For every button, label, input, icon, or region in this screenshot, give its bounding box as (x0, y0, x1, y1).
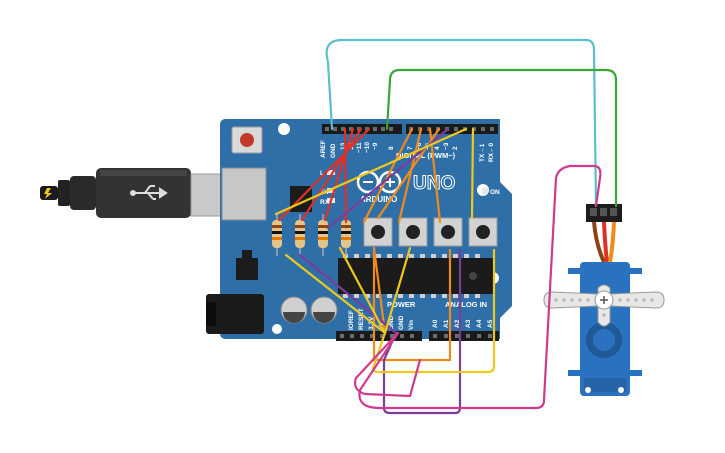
wire-orange-2[interactable] (397, 127, 423, 224)
wire-green[interactable] (385, 68, 618, 208)
pin-13-label: 13 (340, 142, 347, 150)
pin-6-label: ~6 (416, 142, 423, 150)
pin-1-label: TX→1 (479, 143, 486, 162)
pin-8-label: 8 (388, 146, 395, 150)
wire-red-2[interactable] (323, 127, 355, 222)
pin-4-label: 4 (434, 146, 441, 150)
wire-cyan[interactable] (325, 38, 598, 208)
wire-orange-1[interactable] (362, 127, 414, 224)
push-button-4[interactable] (468, 217, 498, 247)
wire-purple-3[interactable] (382, 248, 462, 415)
pin-a1-label: A1 (443, 319, 450, 328)
pin-a3-label: A3 (465, 319, 472, 328)
pin-a4-label: A4 (476, 319, 483, 328)
resistor-1[interactable] (272, 214, 282, 256)
wire-yellow-1[interactable] (274, 127, 468, 216)
wire-magenta-1[interactable] (353, 331, 422, 398)
atmega-chip (338, 258, 494, 294)
pin-gnd-label: GND (330, 143, 337, 158)
wire-purple-2[interactable] (298, 253, 398, 335)
header-power (336, 331, 422, 341)
pin-7-label: 7 (407, 146, 414, 150)
dc-power-jack[interactable] (206, 294, 264, 334)
pin-gnd1-label: GND (388, 315, 395, 330)
on-label: ON (490, 189, 500, 196)
led-l-label: L (320, 170, 324, 177)
resistor-3[interactable] (318, 214, 328, 256)
servo-motor[interactable] (543, 204, 665, 396)
usb-symbol-icon (130, 185, 168, 200)
pin-ioref-label: IOREF (348, 310, 355, 330)
pin-0-label: RX←0 (488, 142, 495, 162)
resistor-2[interactable] (295, 214, 305, 256)
usb-lightning-icon (44, 188, 52, 199)
pin-a0-label: A0 (432, 319, 439, 328)
header-analog (429, 331, 499, 341)
wire-yellow-6[interactable] (383, 246, 412, 335)
wire-magenta-2[interactable] (358, 164, 602, 410)
mounting-hole (272, 324, 282, 334)
push-button-2[interactable] (398, 217, 428, 247)
digital-label: DIGITAL (PWM~) (396, 151, 456, 160)
push-button-1[interactable] (363, 217, 393, 247)
pin-9-label: ~9 (372, 142, 379, 150)
uno-label: UNO (413, 173, 455, 194)
wire-yellow-2[interactable] (470, 127, 475, 220)
arduino-label: ARDUINO (360, 195, 397, 204)
pin-vin-label: Vin (408, 320, 415, 330)
pin-11-label: ~11 (356, 142, 363, 153)
analog-label: ANALOG IN (445, 300, 487, 309)
reset-button-cap[interactable] (240, 133, 254, 147)
pin-aref-label: AREF (320, 140, 327, 158)
wire-red-3[interactable] (300, 127, 363, 222)
header-digital-low (406, 124, 498, 134)
pin-10-label: ~10 (364, 142, 371, 153)
arduino-uno-board[interactable]: L TX RX ON ARDUINO UNO DIGITAL (PWM~) AR… (206, 119, 512, 341)
led-rx-label: RX (320, 199, 330, 206)
wire-yellow-3[interactable] (284, 253, 387, 335)
pin-gnd2-label: GND (398, 315, 405, 330)
mounting-hole (278, 123, 290, 135)
pin-a5-label: A5 (487, 319, 494, 328)
wire-yellow-5[interactable] (338, 246, 387, 335)
wire-red-1[interactable] (343, 127, 348, 224)
pin-2-label: 2 (452, 146, 459, 150)
voltage-regulator (236, 258, 258, 280)
power-label: POWER (387, 300, 416, 309)
pin-a2-label: A2 (454, 319, 461, 328)
push-button-3[interactable] (433, 217, 463, 247)
on-led (482, 188, 488, 194)
pin-3-label: ~3 (443, 142, 450, 150)
servo-horn[interactable] (543, 284, 665, 327)
pin-reset-label: RESET (358, 308, 365, 330)
